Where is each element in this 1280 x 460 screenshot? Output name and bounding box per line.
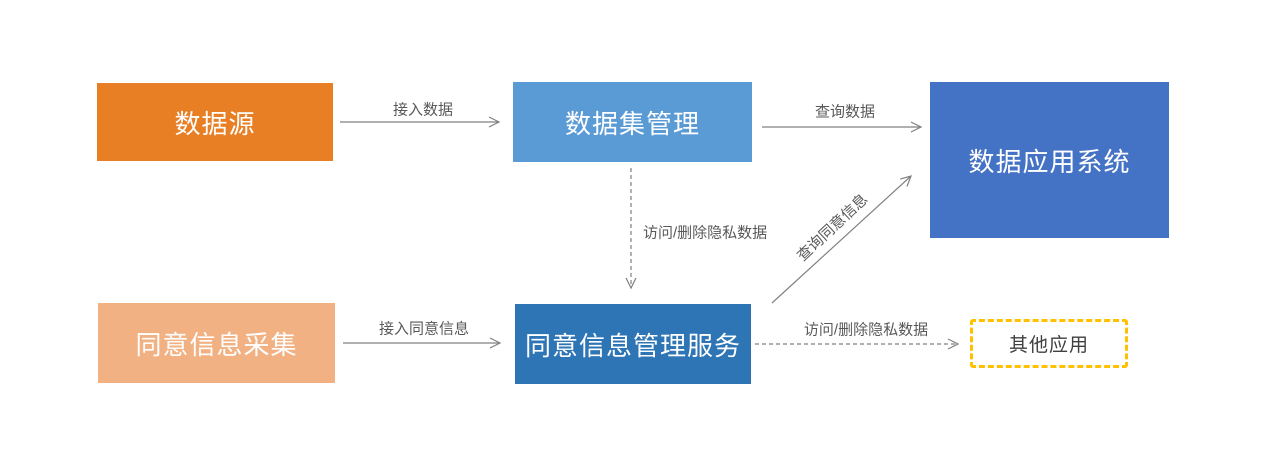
node-data-source: 数据源: [97, 83, 333, 161]
arrow-query-consent-info: [771, 175, 912, 304]
node-consent-mgmt-service: 同意信息管理服务: [515, 304, 751, 384]
edge-label-access-delete-private-horizontal: 访问/删除隐私数据: [803, 321, 929, 339]
node-other-apps: 其他应用: [970, 319, 1128, 368]
edge-label-access-delete-private-vertical: 访问/删除隐私数据: [643, 224, 768, 242]
node-consent-collection: 同意信息采集: [98, 303, 335, 383]
edge-label-access-consent-info: 接入同意信息: [378, 320, 470, 338]
node-dataset-management: 数据集管理: [513, 82, 752, 162]
edge-label-access-data: 接入数据: [392, 101, 454, 119]
edge-label-query-data: 查询数据: [814, 103, 876, 121]
node-data-app-system: 数据应用系统: [930, 82, 1169, 238]
